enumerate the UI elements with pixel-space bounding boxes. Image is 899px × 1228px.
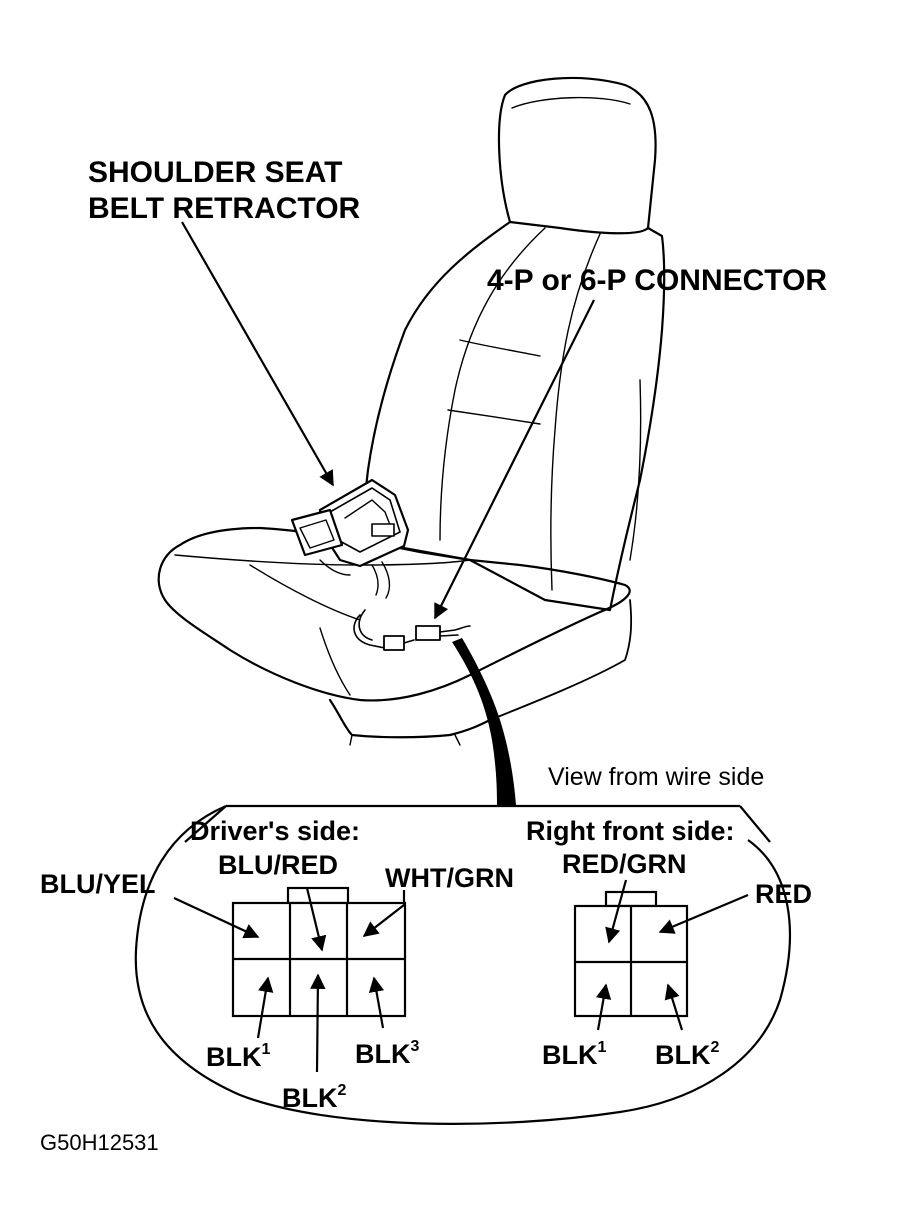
drivers-bottom-middle-text: BLK	[282, 1083, 338, 1113]
drivers-top-right-wire: WHT/GRN	[385, 863, 514, 893]
right-bottom-left-sup: 1	[598, 1039, 607, 1056]
drivers-pin-arrows	[173, 887, 406, 1073]
right-pin-arrows	[595, 879, 749, 1031]
drivers-bottom-right-text: BLK	[355, 1039, 411, 1069]
drivers-bottom-left-wire: BLK1	[206, 1041, 271, 1072]
drivers-top-middle-wire: BLU/RED	[218, 850, 338, 880]
drivers-bottom-right-sup: 3	[411, 1038, 420, 1055]
right-top-right-wire: RED	[755, 879, 812, 909]
right-bottom-right-sup: 2	[711, 1039, 720, 1056]
retractor-label-line1: SHOULDER SEAT	[88, 156, 342, 189]
drivers-side-connector	[231, 886, 407, 1018]
right-top-left-wire: RED/GRN	[562, 849, 687, 879]
right-bottom-right-text: BLK	[655, 1040, 711, 1070]
connector-label: 4-P or 6-P CONNECTOR	[487, 264, 827, 297]
detail-callout-outline	[134, 804, 791, 1125]
drivers-bottom-middle-wire: BLK2	[282, 1082, 347, 1113]
right-bottom-right-wire: BLK2	[655, 1039, 720, 1070]
seat-illustration	[157, 76, 666, 746]
right-bottom-left-text: BLK	[542, 1040, 598, 1070]
wiring-harness	[353, 609, 471, 651]
drivers-bottom-middle-sup: 2	[338, 1082, 347, 1099]
retractor-label-line2: BELT RETRACTOR	[88, 192, 361, 225]
headrest	[497, 76, 657, 235]
view-note: View from wire side	[548, 763, 764, 791]
drivers-bottom-left-text: BLK	[206, 1042, 262, 1072]
connector-lead-wire	[452, 638, 516, 805]
seat-cushion	[157, 526, 631, 702]
retractor-unit	[290, 478, 410, 599]
drivers-side-title: Driver's side:	[190, 816, 360, 846]
seat-backrest	[358, 220, 666, 612]
drivers-bottom-left-sup: 1	[262, 1041, 271, 1058]
seat-base	[328, 698, 492, 739]
figure-id: G50H12531	[40, 1130, 159, 1155]
right-front-side-connector	[573, 890, 689, 1018]
right-bottom-left-wire: BLK1	[542, 1039, 607, 1070]
retractor-pointer-arrow	[181, 221, 334, 487]
drivers-top-left-wire: BLU/YEL	[40, 869, 156, 899]
right-front-side-title: Right front side:	[526, 816, 734, 846]
drivers-bottom-right-wire: BLK3	[355, 1038, 420, 1069]
connector-pointer-arrow	[434, 299, 595, 620]
